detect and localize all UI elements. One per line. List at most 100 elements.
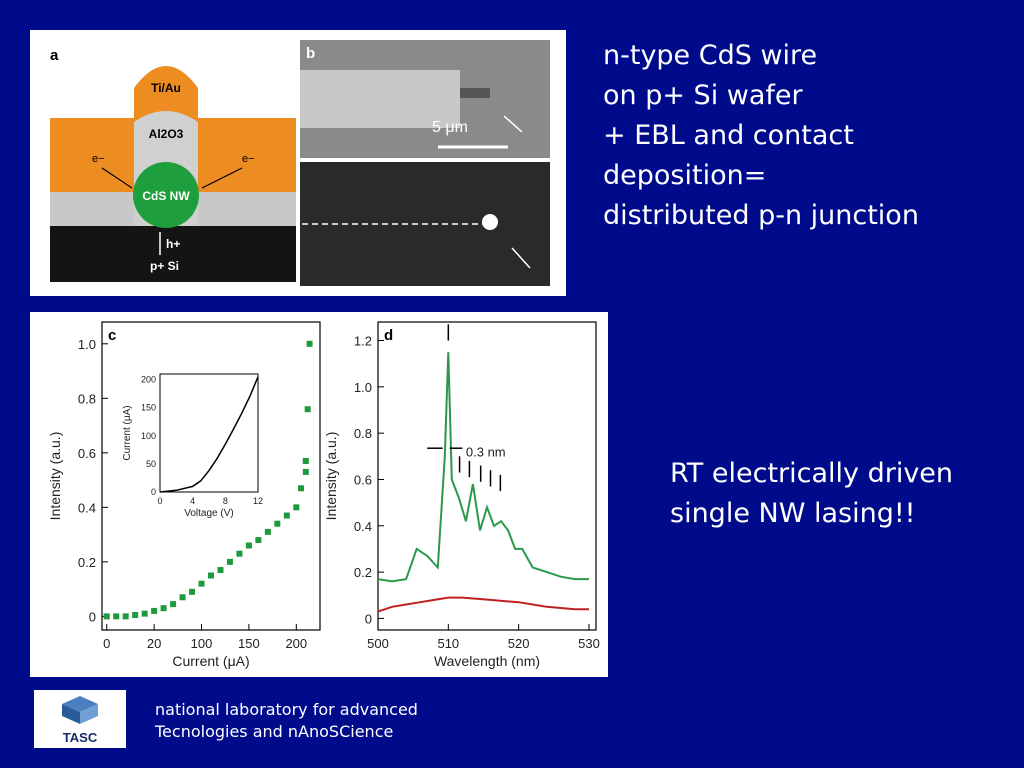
panel-c-ytick-label: 0.2 [78,555,96,570]
panel-b: b 5 μm [300,40,550,286]
inset-ytick-label: 150 [141,403,156,413]
panel-a-label: a [50,47,59,64]
electron-right-label: e− [242,153,255,165]
footer-line-1: national laboratory for advanced [155,700,418,719]
panel-d-ytick-label: 0.6 [354,472,372,487]
panel-c-xtick-label: 0 [103,636,110,651]
highlight-line-2: single NW lasing!! [670,498,916,529]
highlight-line-1: RT electrically driven [670,458,954,489]
emission-arrow [511,247,531,269]
panel-c-series-0-point [141,610,148,617]
panel-d-ytick-label: 0.8 [354,426,372,441]
panel-c-series-0-point [160,605,167,612]
panel-d-series-1-line [377,596,589,613]
panel-c-series-0-point [274,520,281,527]
inset-ytick-label: 200 [141,375,156,385]
panel-c-series-0-point [151,607,158,614]
panel-c-series-1-point [302,458,309,465]
panel-a: a Ti/Au Al2O3 CdS NW e− e− h+ p+ Si [44,42,300,286]
hole-label: h+ [166,237,180,251]
panel-c-series-0-point [113,613,120,620]
panel-c-series-0-point [264,528,271,535]
panel-c-ytick-label: 0.6 [78,446,96,461]
panel-c-series-0-point [170,601,177,608]
footer-line-2: Tecnologies and nAnoSCience [155,722,394,741]
panel-c-series-1-point [306,340,313,347]
panel-d-xtick-label: 510 [437,636,459,651]
description-line-4: deposition= [603,160,767,191]
panel-c-series-0-point [132,612,139,619]
description-line-5: distributed p-n junction [603,200,919,231]
description-line-2: on p+ Si wafer [603,80,803,111]
panel-d-ylabel: Intensity (a.u.) [323,432,339,521]
footer-logo: TASC [34,690,126,748]
panel-c-ytick-label: 1.0 [78,337,96,352]
contact-label: Ti/Au [151,81,181,95]
panel-d-label: d [384,327,393,344]
panel-c-series-0-point [236,550,243,557]
inset-xtick-label: 0 [157,496,162,506]
tasc-logo-icon: TASC [62,696,98,745]
description-bottom: RT electrically driven single NW lasing!… [670,454,953,534]
panel-c-series-0-point [179,594,186,601]
panel-c-series-0-point [293,504,300,511]
electron-left-label: e− [92,153,105,165]
panel-c-series-0-point [298,485,305,492]
panel-c-series-0-point [198,580,205,587]
panel-c-xtick-label: 200 [285,636,307,651]
panel-c-label: c [108,327,116,344]
inset-iv-curve [159,376,259,493]
panel-d-ytick-label: 1.0 [354,380,372,395]
panel-c-series-0-point [189,588,196,595]
panel-c-ylabel: Intensity (a.u.) [47,432,63,521]
panel-d-ytick-label: 0 [365,611,372,626]
panel-d-xlabel: Wavelength (nm) [434,653,540,669]
panel-c-ytick-label: 0.8 [78,391,96,406]
panel-c-series-0-point [208,572,214,579]
nanowire-label: CdS NW [142,189,190,203]
inset-frame [159,373,259,493]
sem-wire [460,88,490,98]
inset-xtick-label: 12 [253,496,263,506]
figure-top-svg: a Ti/Au Al2O3 CdS NW e− e− h+ p+ Si b 5 [44,40,550,286]
inset-ylabel: Current (μA) [122,405,133,460]
sem-contact-pad [300,70,460,128]
tiau-contact [134,66,198,118]
inset-ytick-label: 100 [141,431,156,441]
panel-c-series-0-point [302,468,309,475]
panel-c-xtick-label: 20 [147,636,161,651]
panel-c-series-0-point [283,512,290,519]
panel-d-axes-frame [377,321,597,631]
substrate-layer [50,226,296,282]
panel-d-series-0-line [377,352,589,583]
panel-c-ytick-label: 0 [89,609,96,624]
description-top: n-type CdS wire on p+ Si wafer + EBL and… [603,36,919,236]
inset-xtick-label: 4 [190,496,195,506]
electron-right-arrow [201,167,243,189]
panel-b-label: b [306,45,315,62]
inset-xlabel: Voltage (V) [184,508,233,519]
substrate-label: p+ Si [150,259,179,273]
panel-c-series-0-point [103,613,110,620]
panel-c-series-0-point [255,537,262,544]
panel-c-series-0-point [245,542,252,549]
panel-c-xtick-label: 100 [191,636,213,651]
emission-spot [482,214,498,230]
description-line-1: n-type CdS wire [603,40,818,71]
panel-d-ytick-label: 0.2 [354,565,372,580]
scale-bar-label: 5 μm [432,119,468,136]
panel-d-xtick-label: 500 [367,636,389,651]
inset-ytick-label: 50 [146,459,156,469]
panel-c-xlabel: Current (μA) [172,653,249,669]
footer-text: national laboratory for advanced Tecnolo… [155,699,418,743]
panel-d-ytick-label: 1.2 [354,334,372,349]
panel-c-series-0-point [217,567,224,574]
panel-d-annotation: 0.3 nm [466,444,506,459]
sem-arrow [503,115,523,133]
panel-d-ytick-label: 0.4 [354,519,372,534]
electron-left-arrow [101,167,133,189]
panel-c-xtick-label: 150 [238,636,260,651]
figure-top: a Ti/Au Al2O3 CdS NW e− e− h+ p+ Si b 5 [30,30,566,296]
